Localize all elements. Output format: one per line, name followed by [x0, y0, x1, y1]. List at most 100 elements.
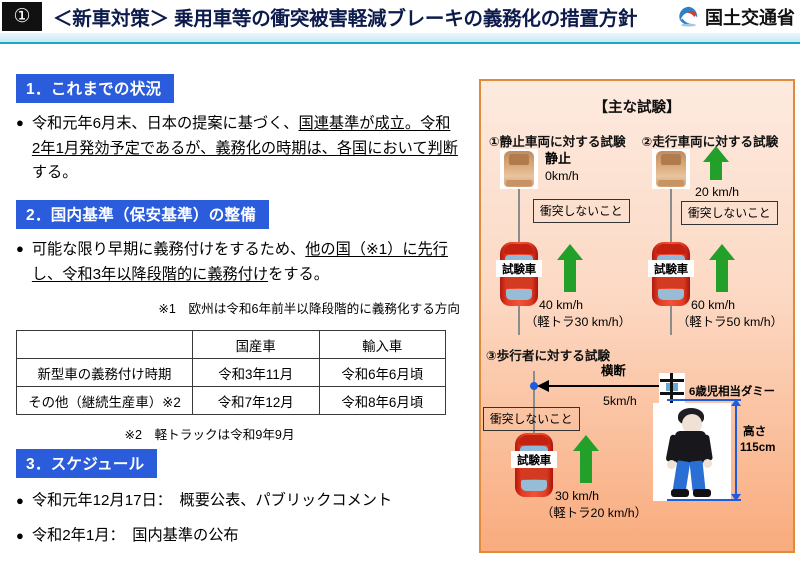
test2-target-arrow-icon [703, 146, 729, 180]
slide-number-badge: ① [2, 2, 42, 31]
target-car-bumper [658, 180, 684, 186]
table-col-imported: 輸入車 [318, 330, 446, 360]
dummy-shoe-left [671, 489, 689, 497]
test1-scene: 静止 0km/h 衝突しないこと 試験車 40 km/h （軽トラ30 km/h… [481, 141, 633, 341]
row1-domestic: 令和7年12月 [192, 386, 320, 416]
test-car-rear-window [521, 480, 547, 491]
test2-scene: 20 km/h 衝突しないこと 試験車 60 km/h （軽トラ50 km/h） [633, 141, 797, 341]
schedule-item: ● 令和元年12月17日： 概要公表、パブリックコメント [16, 490, 458, 513]
table-header-row: 国産車 輸入車 [16, 330, 446, 360]
table-col-domestic: 国産車 [192, 330, 320, 360]
left-column: 1．これまでの状況 ● 令和元年6月末、日本の提案に基づく、国連基準が成立。令和… [0, 52, 474, 566]
test1-test-speed-sub: （軽トラ30 km/h） [525, 315, 632, 329]
section2-text-underlined: 他の国（※1）に先行し、令和3年以降段階的に義務付け [31, 240, 448, 283]
test2-test-car-label: 試験車 [648, 260, 694, 277]
test3-heading: ③歩行者に対する試験 [486, 349, 611, 363]
test1-speed-arrow-icon [557, 244, 583, 292]
test3-test-car-label: 試験車 [511, 451, 557, 468]
dummy-height-arrow [735, 401, 737, 499]
test3-dummy-figure [653, 403, 731, 501]
section2-body: 可能な限り早期に義務付けをするため、他の国（※1）に先行し、令和3年以降段階的に… [32, 238, 458, 287]
test3-scene: ③歩行者に対する試験 横断 5km/h 6歳児相当ダミー 衝突しないこと 試験車… [481, 345, 797, 551]
schedule-item-text: 令和2年1月： 国内基準の公布 [31, 526, 239, 544]
row0-domestic: 令和3年11月 [192, 358, 320, 388]
page-title: ＜新車対策＞ 乗用車等の衝突被害軽減ブレーキの義務化の措置方針 [53, 8, 638, 30]
test1-target-speed: 0km/h [545, 169, 579, 183]
dummy-height-label: 高さ [743, 425, 767, 438]
row1-label: その他（継続生産車）※2 [16, 386, 193, 416]
test-car-hood [519, 435, 549, 445]
section2-note-1: ※1 欧州は令和6年前半以降段階的に義務化する方向 [158, 302, 460, 317]
section2-text-1: 可能な限り早期に義務付けをするため、 [31, 240, 306, 258]
test1-heading: ①静止車両に対する試験 [489, 135, 626, 149]
test2-speed-arrow-icon [709, 244, 735, 292]
row0-imported: 令和6年6月頃 [318, 358, 446, 388]
test2-target-car [652, 149, 690, 189]
dummy-height-arrow-up-tip [731, 399, 741, 406]
dummy-height-arrow-down-tip [731, 494, 741, 501]
bullet-marker: ● [16, 527, 24, 543]
section2-text-2: をする。 [268, 265, 329, 283]
mlit-emblem-icon [678, 6, 699, 27]
bullet-marker: ● [16, 240, 24, 256]
schedule-item: ● 令和2年1月： 国内基準の公布 [16, 525, 458, 548]
panel-title: 【主な試験】 [593, 100, 681, 116]
target-car-window [509, 154, 529, 165]
main-tests-panel: 【主な試験】 ①静止車両に対する試験 ②走行車両に対する試験 静止 0km/h … [479, 79, 795, 553]
section1-body: 令和元年6月末、日本の提案に基づく、国連基準が成立。令和2年1月発効予定であるが… [32, 112, 458, 186]
section-heading-1: 1．これまでの状況 [16, 74, 175, 103]
test1-test-car-label: 試験車 [496, 260, 542, 277]
table-row: その他（継続生産車）※2 令和7年12月 令和8年6月頃 [16, 386, 446, 416]
test1-requirement: 衝突しないこと [533, 199, 630, 223]
section1-text-1: 令和元年6月末、日本の提案に基づく、 [31, 115, 299, 132]
test3-requirement: 衝突しないこと [483, 407, 580, 431]
dummy-height-value: 115cm [740, 441, 776, 454]
test1-test-car: 試験車 [496, 242, 542, 306]
test3-crossing-label: 横断 [601, 364, 626, 378]
section2-bullet: ● 可能な限り早期に義務付けをするため、他の国（※1）に先行し、令和3年以降段階… [16, 238, 458, 287]
section1-bullet: ● 令和元年6月末、日本の提案に基づく、国連基準が成立。令和2年1月発効予定であ… [16, 112, 458, 186]
test-car-rear-window [506, 289, 532, 300]
test1-target-car [500, 149, 538, 189]
test-car-rear-window [658, 289, 684, 300]
test3-speed-arrow-icon [573, 435, 599, 483]
dummy-shoe-right [693, 489, 711, 497]
test-car-hood [656, 244, 686, 254]
dummy-hand-left [667, 460, 676, 469]
dummy-height-top-line [667, 399, 741, 401]
test1-target-state: 静止 [545, 151, 572, 166]
ministry-block: 国土交通省 [677, 4, 800, 30]
header-rule [0, 42, 800, 44]
test1-test-speed: 40 km/h [539, 298, 584, 312]
test3-dummy-rig-icon [659, 373, 685, 403]
table-row: 新型車の義務付け時期 令和3年11月 令和6年6月頃 [16, 358, 446, 388]
test-car-hood [504, 244, 534, 254]
section1-text-2: する。 [31, 164, 78, 182]
ministry-name: 国土交通省 [705, 7, 795, 28]
test2-target-speed: 20 km/h [695, 185, 740, 199]
test3-test-speed: 30 km/h [555, 489, 600, 503]
dummy-height-bottom-line [667, 499, 741, 501]
test2-test-speed: 60 km/h [691, 298, 736, 312]
page-header: ① ＜新車対策＞ 乗用車等の衝突被害軽減ブレーキの義務化の措置方針 国土交通省 [0, 0, 800, 44]
test3-dummy-label: 6歳児相当ダミー [689, 386, 776, 398]
dummy-head [682, 414, 702, 434]
bullet-marker: ● [16, 115, 24, 130]
schedule-item-text: 令和元年12月17日： 概要公表、パブリックコメント [31, 492, 393, 510]
test3-test-car: 試験車 [511, 433, 557, 497]
test3-test-speed-sub: （軽トラ20 km/h） [541, 506, 648, 520]
section2-note-2: ※2 軽トラックは令和9年9月 [124, 428, 295, 443]
header-row: ① ＜新車対策＞ 乗用車等の衝突被害軽減ブレーキの義務化の措置方針 国土交通省 [0, 0, 800, 33]
header-gradient-band [0, 33, 800, 42]
target-car-bumper [506, 180, 532, 186]
section1-text-underlined: 国連基準が成立。令和2年1月発効予定であるが、義務化の時期は、各国において判断 [31, 115, 458, 157]
test2-requirement: 衝突しないこと [681, 201, 778, 225]
dummy-hand-right [703, 459, 712, 468]
table-col-0 [16, 330, 193, 360]
test3-crossing-arrow-icon [537, 380, 659, 392]
test-headings-row: ①静止車両に対する試験 ②走行車両に対する試験 [481, 131, 793, 150]
target-car-window [661, 154, 681, 165]
row1-imported: 令和8年6月頃 [318, 386, 446, 416]
obligation-schedule-table: 国産車 輸入車 新型車の義務付け時期 令和3年11月 令和6年6月頃 その他（継… [16, 330, 446, 416]
test2-test-speed-sub: （軽トラ50 km/h） [677, 315, 784, 329]
